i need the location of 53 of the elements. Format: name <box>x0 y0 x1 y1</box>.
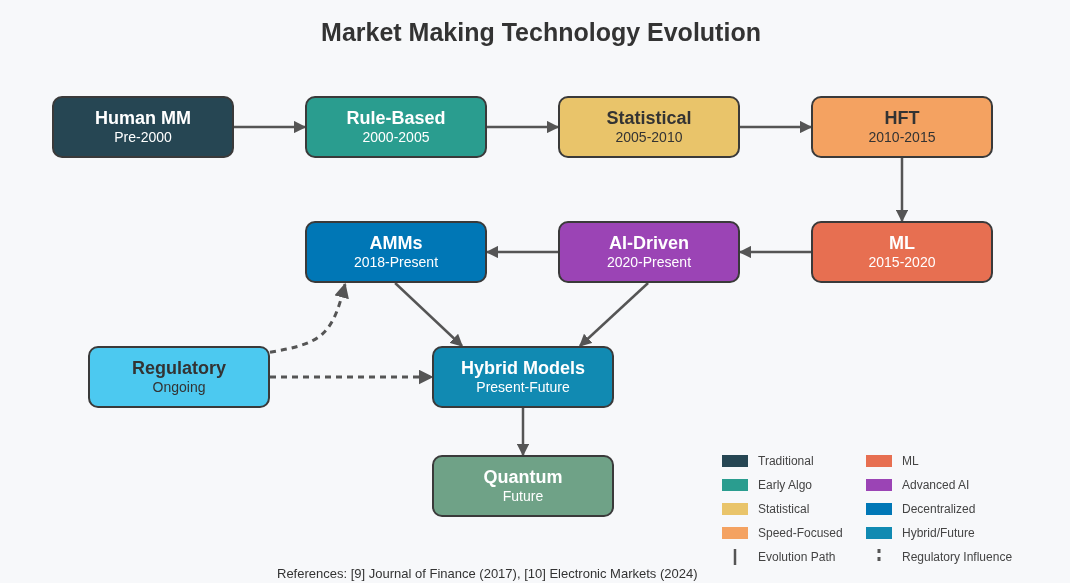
stage-period: Present-Future <box>476 379 570 396</box>
stage-title: ML <box>889 233 915 254</box>
stage-title: Regulatory <box>132 358 226 379</box>
dashed-arrow <box>270 369 434 385</box>
legend-label: Statistical <box>758 502 810 516</box>
stage-period: 2005-2010 <box>615 129 683 146</box>
arrow <box>485 245 558 259</box>
stage-box <box>432 346 614 408</box>
stage-box <box>305 96 487 158</box>
legend-label: Decentralized <box>902 502 976 516</box>
arrow <box>895 158 909 223</box>
legend-label: Hybrid/Future <box>902 526 975 540</box>
arrow <box>579 282 649 347</box>
stage-title: Quantum <box>483 467 563 488</box>
dashed-arrow <box>269 282 349 354</box>
stage-box <box>88 346 270 408</box>
legend-label: Early Algo <box>758 478 813 492</box>
stage-title: AMMs <box>369 233 423 254</box>
stage-box <box>558 96 740 158</box>
arrow <box>740 120 813 134</box>
legend-label: Regulatory Influence <box>902 550 1013 564</box>
stage-box <box>811 221 993 283</box>
stage-period: 2015-2020 <box>868 254 936 271</box>
stage-title: Statistical <box>606 108 692 129</box>
arrow <box>234 120 307 134</box>
diagram-title: Market Making Technology Evolution <box>321 18 761 47</box>
stage-title: Human MM <box>95 108 191 129</box>
stage-period: Pre-2000 <box>114 129 172 146</box>
stage-period: 2018-Present <box>353 254 439 271</box>
legend-label: Speed-Focused <box>758 526 843 540</box>
stage-box <box>305 221 487 283</box>
stage-title: HFT <box>884 108 920 129</box>
stage-title: Hybrid Models <box>461 358 585 379</box>
legend-label: Evolution Path <box>758 550 836 564</box>
stage-period: Future <box>502 488 544 505</box>
stage-box <box>558 221 740 283</box>
stage-title: Rule-Based <box>346 108 446 129</box>
stage-period: 2000-2005 <box>362 129 430 146</box>
legend-label: ML <box>902 454 919 468</box>
stage-box <box>52 96 234 158</box>
arrow <box>487 120 560 134</box>
stage-period: 2020-Present <box>606 254 692 271</box>
arrow <box>394 282 463 347</box>
stage-box <box>811 96 993 158</box>
stage-period: Ongoing <box>152 379 206 396</box>
arrow <box>516 408 530 457</box>
legend-label: Advanced AI <box>902 478 970 492</box>
stage-box <box>432 455 614 517</box>
references-note: References: [9] Journal of Finance (2017), [10] Electronic Markets (2024) <box>277 566 698 581</box>
legend-label: Traditional <box>758 454 814 468</box>
arrow <box>738 245 811 259</box>
stage-period: 2010-2015 <box>868 129 936 146</box>
stage-title: AI-Driven <box>609 233 689 254</box>
